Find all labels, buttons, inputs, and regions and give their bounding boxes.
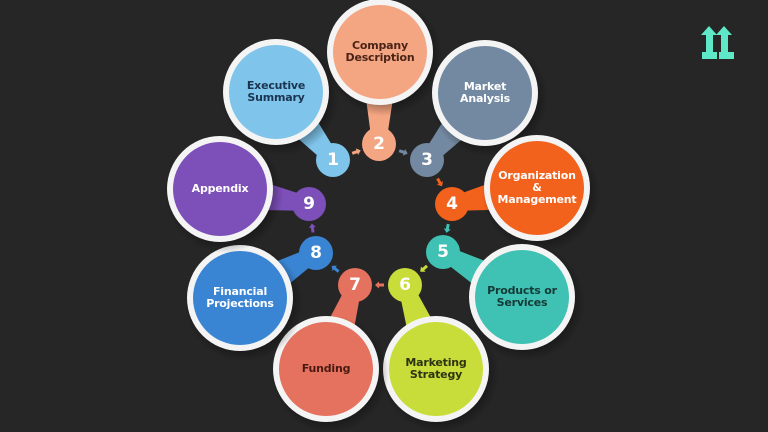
step-number: 5	[437, 242, 449, 262]
step-number-bubble-6	[388, 268, 422, 302]
step-number: 1	[327, 150, 339, 170]
flow-arrow-icon	[375, 281, 384, 289]
flow-arrow-icon	[351, 148, 361, 155]
step-circle-6	[381, 315, 499, 432]
step-number-bubble-7	[338, 268, 372, 302]
step-number: 9	[303, 194, 315, 214]
double-up-arrow-logo-icon	[701, 26, 734, 59]
step-number: 4	[446, 194, 458, 214]
step-number-bubble-2	[362, 127, 396, 161]
step-number-bubble-9	[292, 187, 326, 221]
step-number: 2	[373, 134, 385, 154]
step-number-bubble-4	[435, 187, 469, 221]
step-number: 6	[399, 275, 411, 295]
step-number-bubble-1	[316, 143, 350, 177]
step-circle-1	[221, 38, 339, 156]
step-number-bubble-5	[426, 235, 460, 269]
step-circle-5	[467, 243, 585, 361]
step-number-bubble-3	[410, 143, 444, 177]
flow-arrow-icon	[308, 223, 316, 233]
step-circle-3	[430, 39, 548, 157]
flow-arrow-icon	[331, 265, 340, 273]
step-number-bubble-8	[299, 236, 333, 270]
flow-arrow-icon	[436, 177, 444, 187]
step-number: 3	[421, 150, 433, 170]
step-circle-9	[165, 135, 283, 253]
flow-arrow-icon	[420, 264, 429, 272]
flow-arrow-icon	[443, 223, 451, 233]
flow-arrow-icon	[398, 148, 408, 156]
step-circle-2	[325, 0, 443, 116]
step-number: 8	[310, 243, 322, 263]
step-circle-8	[185, 244, 303, 362]
step-circle-4	[482, 134, 600, 252]
step-circle-7	[271, 315, 389, 432]
step-number: 7	[349, 275, 361, 295]
